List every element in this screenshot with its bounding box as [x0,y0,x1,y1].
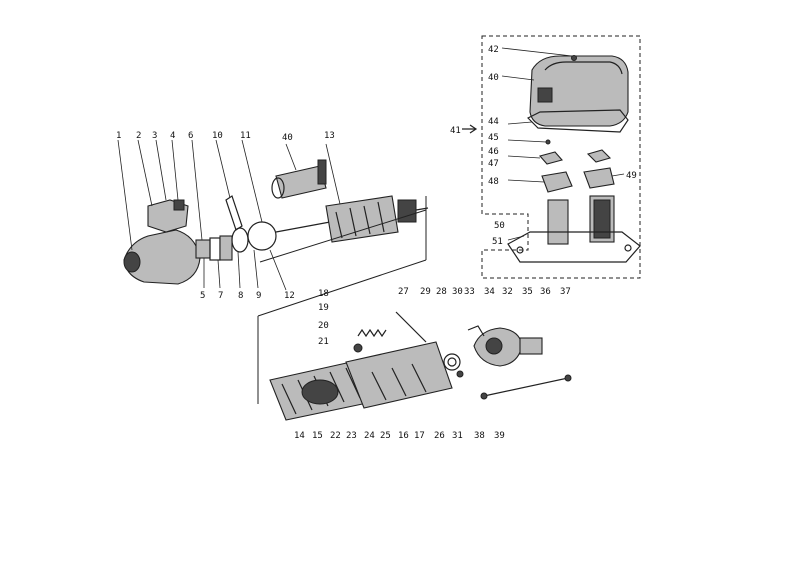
regulator-base [507,231,641,263]
callout-51: 51 [492,237,503,247]
callout-2: 2 [136,131,141,141]
callout-21: 21 [318,337,329,347]
callout-13: 13 [324,131,335,141]
regulator-assembly [462,35,641,279]
brush-spring [357,328,387,338]
callout-40: 40 [488,73,499,83]
cover-gasket [526,109,629,133]
assembly-arrow-icon [462,124,478,134]
callout-18: 18 [318,289,329,299]
callout-49: 49 [626,171,637,181]
starter-motor-assembly [123,159,429,285]
callout-29: 29 [420,287,431,297]
regulator-plate [539,151,563,165]
callout-16: 16 [398,431,409,441]
regulator-cover [529,55,629,127]
callout-19: 19 [318,303,329,313]
callout-8: 8 [238,291,243,301]
callout-23: 23 [346,431,357,441]
callout-15: 15 [312,431,323,441]
callout-42: 42 [488,45,499,55]
callout-12: 12 [284,291,295,301]
cover-screw [571,55,577,61]
callout-10: 10 [212,131,223,141]
callout-9: 9 [256,291,261,301]
regulator-coil [547,199,569,245]
callout-47: 47 [488,159,499,169]
callout-35: 35 [522,287,533,297]
callout-50: 50 [494,221,505,231]
armature [275,195,429,243]
commutator-end-bracket [467,325,543,367]
callout-25: 25 [380,431,391,441]
callout-41: 41 [450,126,461,136]
thrust-washer [443,353,461,371]
callout-32: 32 [502,287,513,297]
callout-37: 37 [560,287,571,297]
callout-5: 5 [200,291,205,301]
regulator-contact [541,171,573,193]
callout-39: 39 [494,431,505,441]
callout-11: 11 [240,131,251,141]
regulator-frame [481,35,641,279]
callout-28: 28 [436,287,447,297]
fork-lever [225,195,243,231]
callout-36: 36 [540,287,551,297]
callout-22: 22 [330,431,341,441]
callout-45: 45 [488,133,499,143]
callout-48: 48 [488,177,499,187]
pinion-drive [195,221,277,261]
callout-26: 26 [434,431,445,441]
callout-14: 14 [294,431,305,441]
callout-33: 33 [464,287,475,297]
callout-24: 24 [364,431,375,441]
field-yoke-assembly [257,259,572,421]
leader-lines [117,47,625,291]
callout-34: 34 [484,287,495,297]
callout-44: 44 [488,117,499,127]
callout-31: 31 [452,431,463,441]
callout-1: 1 [116,131,121,141]
yoke-body [345,341,453,409]
callout-27: 27 [398,287,409,297]
field-coils [269,359,373,421]
callout-20: 20 [318,321,329,331]
callout-46: 46 [488,147,499,157]
callout-4: 4 [170,131,175,141]
callout-17: 17 [414,431,425,441]
callout-40: 40 [282,133,293,143]
callout-7: 7 [218,291,223,301]
callout-38: 38 [474,431,485,441]
callout-3: 3 [152,131,157,141]
solenoid [271,159,327,199]
callout-6: 6 [188,131,193,141]
regulator-screw [545,139,551,145]
callout-30: 30 [452,287,463,297]
through-bolt [483,377,569,397]
